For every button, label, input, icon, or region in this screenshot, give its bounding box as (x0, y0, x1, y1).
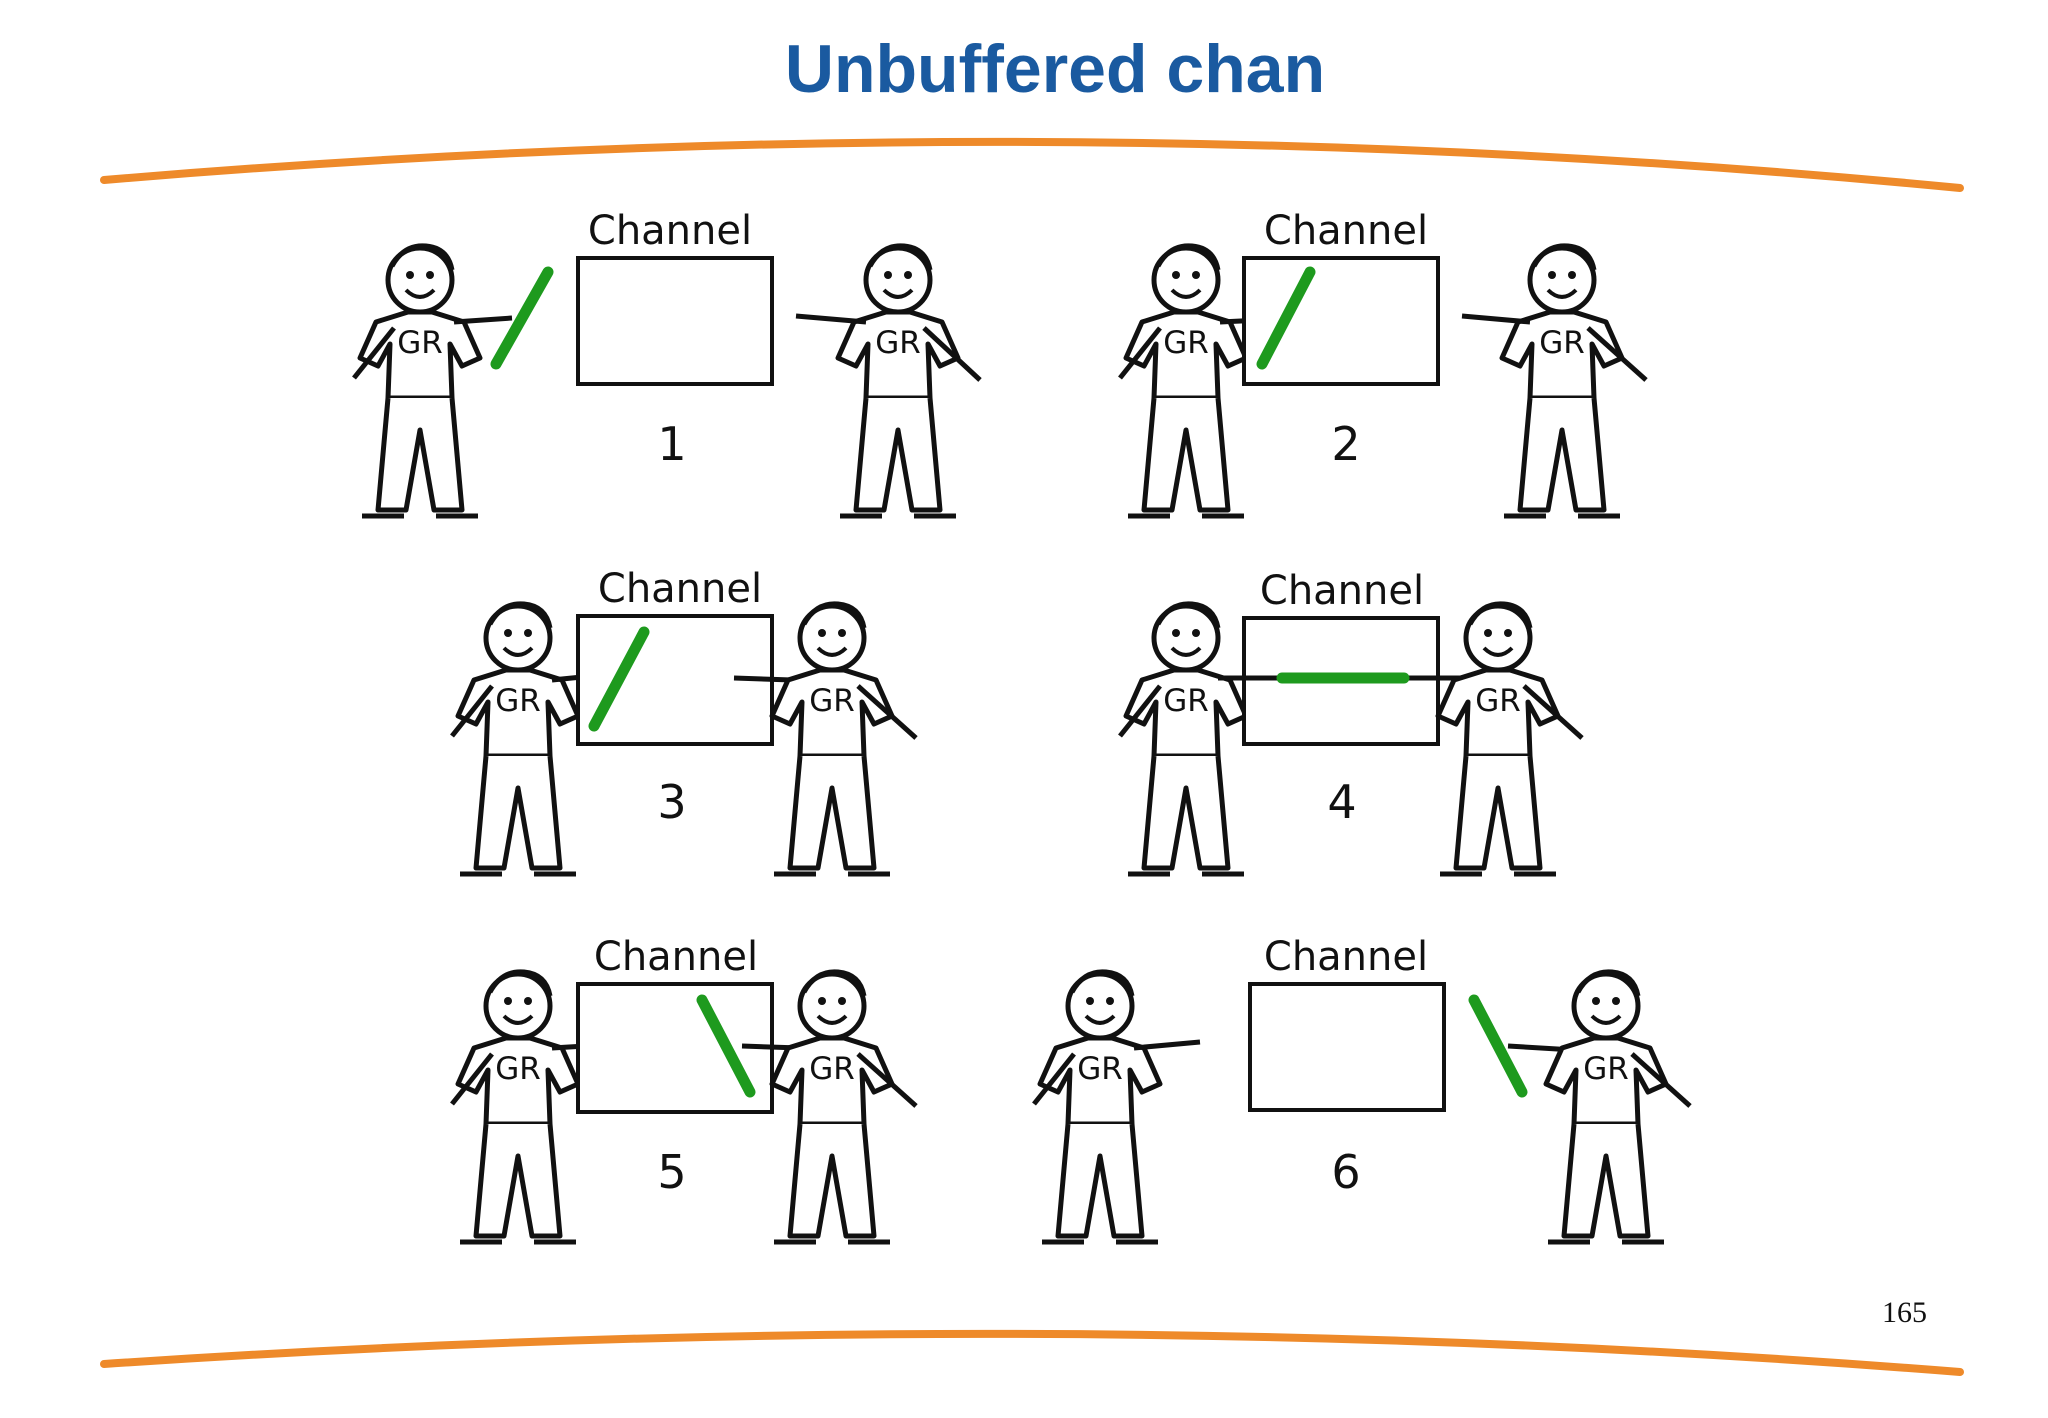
right-shirt-label: GR (1475, 683, 1521, 719)
left-shirt-label: GR (397, 325, 443, 361)
right-shirt-label: GR (1539, 325, 1585, 361)
channel-label: Channel (598, 566, 762, 612)
right-goroutine-figure (772, 972, 892, 1242)
right-goroutine-figure (1438, 604, 1558, 874)
baton (1256, 266, 1316, 370)
left-goroutine-figure (360, 246, 480, 516)
channel-label: Channel (1264, 208, 1428, 254)
left-shirt-label: GR (1163, 325, 1209, 361)
top-orange-curve (100, 137, 1964, 192)
right-shirt-label: GR (809, 683, 855, 719)
channel-box (576, 256, 774, 386)
slide-title: Unbuffered chan (784, 31, 1326, 107)
baton (1468, 994, 1528, 1098)
channel-label: Channel (594, 934, 758, 980)
right-goroutine-figure (1546, 972, 1666, 1242)
baton (696, 994, 756, 1098)
bottom-orange-curve (100, 1329, 1964, 1376)
panel-3: GR Channel 3 GR (450, 566, 918, 874)
right-shirt-label: GR (875, 325, 921, 361)
right-goroutine-figure (772, 604, 892, 874)
left-goroutine-figure (1126, 604, 1246, 874)
panel-number: 3 (657, 775, 686, 829)
channel-box (1242, 256, 1440, 386)
channel-label: Channel (1260, 568, 1424, 614)
right-shirt-label: GR (1583, 1051, 1629, 1087)
channel-label: Channel (1264, 934, 1428, 980)
panel-number: 4 (1327, 775, 1356, 829)
left-goroutine-figure (1126, 246, 1246, 516)
panel-number: 6 (1331, 1145, 1360, 1199)
panel-1: GR Channel 1 GR (352, 208, 982, 516)
right-goroutine-figure (838, 246, 958, 516)
left-shirt-label: GR (1163, 683, 1209, 719)
left-goroutine-figure (458, 604, 578, 874)
panel-4: GR Channel 4 GR (1118, 568, 1584, 874)
left-goroutine-figure (1040, 972, 1160, 1242)
panel-number: 5 (657, 1145, 686, 1199)
panel-6: GR Channel 6 GR (1032, 934, 1692, 1242)
panel-5: GR Channel 5 GR (450, 934, 918, 1242)
left-shirt-label: GR (1077, 1051, 1123, 1087)
channel-label: Channel (588, 208, 752, 254)
channel-box (1248, 982, 1446, 1112)
left-shirt-label: GR (495, 683, 541, 719)
baton (588, 626, 650, 732)
panel-2: GR Channel 2 GR (1118, 208, 1648, 516)
panel-number: 1 (657, 417, 686, 471)
right-goroutine-figure (1502, 246, 1622, 516)
left-shirt-label: GR (495, 1051, 541, 1087)
right-shirt-label: GR (809, 1051, 855, 1087)
page-number: 165 (1882, 1296, 1927, 1329)
left-goroutine-figure (458, 972, 578, 1242)
baton (490, 266, 554, 370)
panel-number: 2 (1331, 417, 1360, 471)
channel-box (576, 982, 774, 1114)
